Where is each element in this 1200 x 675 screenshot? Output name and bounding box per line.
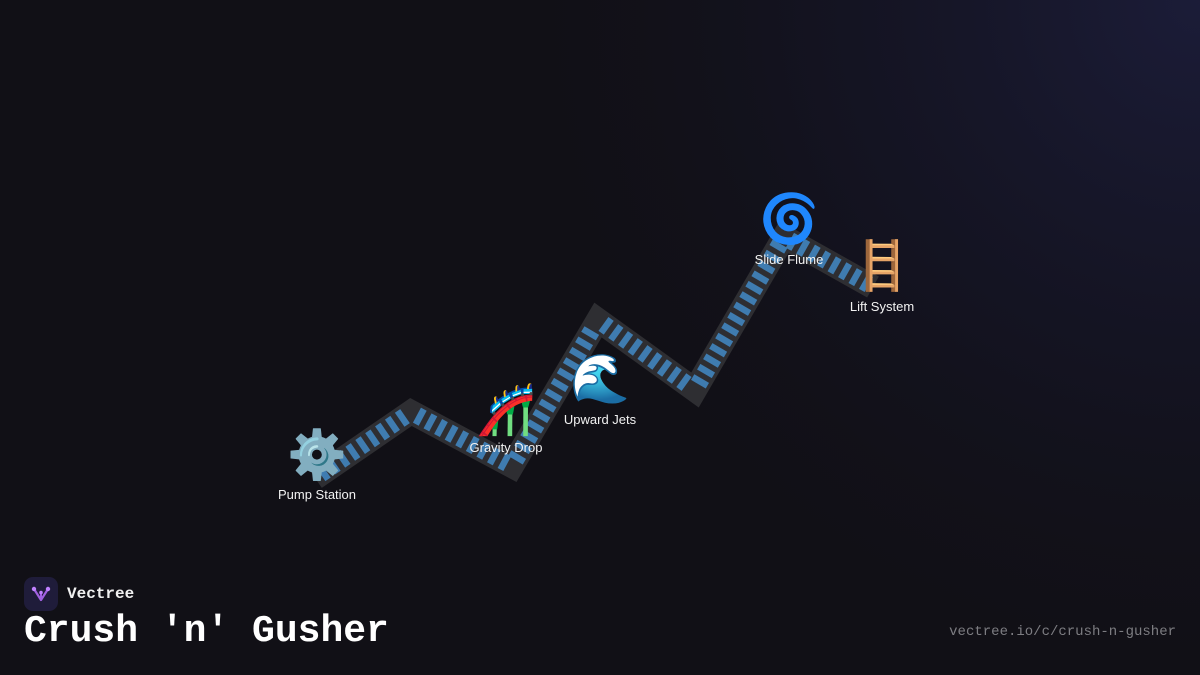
track-slat [514, 439, 533, 455]
track-slat [751, 270, 770, 285]
track-slat [365, 429, 381, 448]
track-slat [757, 260, 776, 275]
track-slat [335, 449, 351, 468]
track-slat [838, 262, 853, 281]
track-slat [315, 463, 331, 482]
track-slat [345, 443, 361, 461]
page-url[interactable]: vectree.io/c/crush-n-gusher [949, 624, 1176, 640]
track-slat [562, 357, 581, 372]
track-slat [355, 436, 371, 454]
track-slat [721, 322, 740, 337]
track-slat [709, 343, 728, 358]
track-slat [487, 447, 501, 466]
track-slat [827, 256, 842, 275]
track-slat [575, 336, 594, 351]
track-slat [455, 430, 470, 449]
track-slat [769, 239, 788, 254]
track-slat [637, 345, 653, 363]
track-slat [325, 456, 341, 475]
cyclone-icon: 🌀 [759, 191, 819, 247]
track-slat [785, 232, 800, 251]
page-title: Crush 'n' Gusher [24, 610, 389, 653]
track-slat [508, 450, 527, 465]
track-slat [745, 280, 764, 296]
track-slat [520, 429, 539, 444]
track-slat [465, 435, 480, 455]
track-slat [703, 353, 722, 368]
track-slat [697, 363, 716, 379]
track-slat [796, 238, 811, 257]
track-slat [617, 331, 634, 349]
track-slat [608, 324, 624, 342]
track-slat [581, 326, 600, 341]
track-slat [733, 301, 752, 316]
track-slat [544, 388, 563, 403]
track-slat [848, 268, 863, 287]
track-slat [550, 377, 569, 393]
ladder-icon: 🪜 [852, 238, 912, 294]
track-slat [532, 408, 551, 424]
track-slat [715, 332, 734, 347]
track-slat [569, 346, 587, 362]
track-base [308, 220, 879, 488]
wave-icon: 🌊 [570, 351, 630, 407]
track-slat [676, 373, 692, 391]
vectree-logo-icon [24, 577, 58, 611]
node-label: Slide Flume [754, 252, 824, 267]
track-slat [598, 317, 614, 335]
brand-name: Vectree [67, 585, 135, 603]
track-slat [763, 249, 782, 264]
track-slat [444, 424, 459, 443]
node-label: Pump Station [277, 487, 357, 502]
node-label: Gravity Drop [469, 440, 543, 455]
node-label: Lift System [849, 299, 915, 314]
track-slat [526, 419, 545, 434]
track-slat [627, 338, 643, 356]
brand: Vectree [24, 577, 134, 611]
track-slat [556, 367, 575, 382]
track-slat [806, 244, 821, 263]
node-label: Upward Jets [563, 412, 637, 427]
track-slat [727, 312, 746, 327]
track-slat [538, 398, 557, 413]
track-slat [739, 291, 758, 306]
roller-coaster-icon: 🎢 [476, 382, 536, 438]
track-slat [656, 359, 673, 377]
track-slat [666, 366, 682, 384]
track-slat [434, 419, 448, 438]
track-slat [817, 250, 832, 269]
track-slat [647, 352, 663, 370]
track-slat [497, 452, 512, 472]
track-slat [423, 413, 438, 432]
track-slat [384, 415, 400, 434]
track-slat [394, 409, 410, 427]
track-slat [375, 422, 391, 441]
track-slat [476, 441, 491, 460]
track-slat [691, 374, 710, 389]
track-slat [412, 407, 427, 426]
track-slat [858, 274, 873, 293]
gear-icon: ⚙️ [287, 427, 347, 483]
